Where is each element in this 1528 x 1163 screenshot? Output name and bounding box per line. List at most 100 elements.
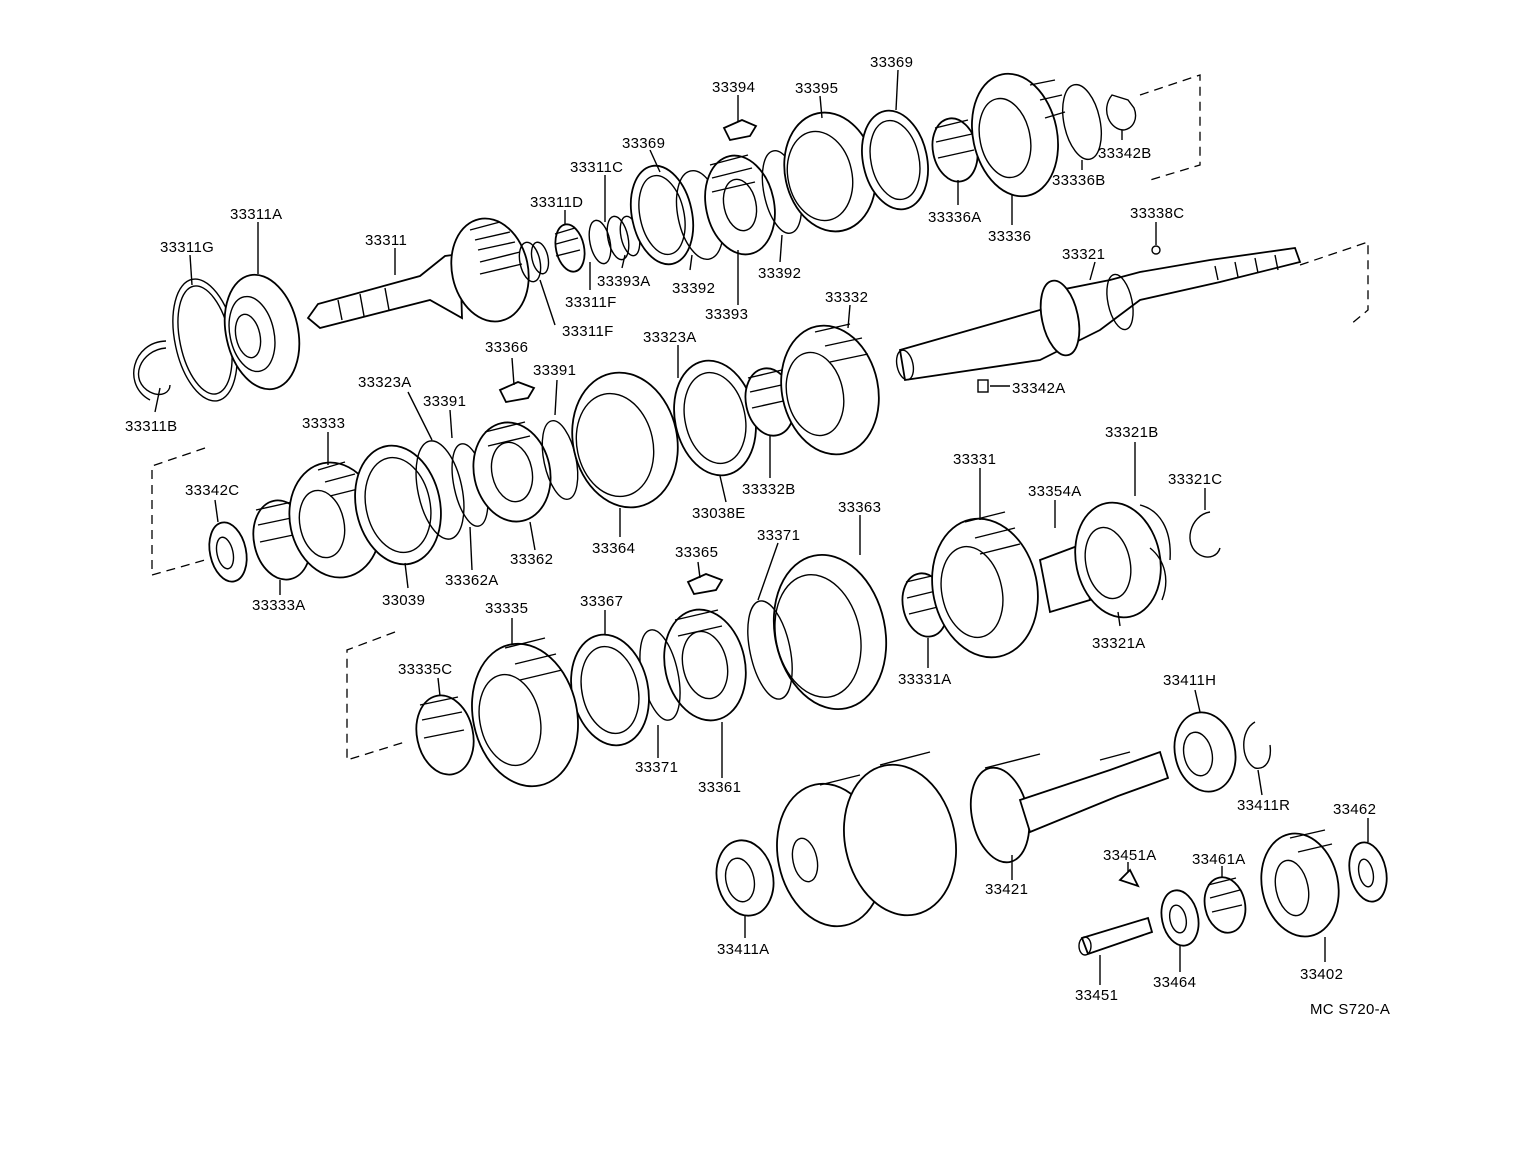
label-33342B: 33342B [1098,145,1152,162]
label-33311: 33311 [365,232,407,249]
label-33362A: 33362A [445,572,499,589]
label-33369-a: 33369 [622,135,665,152]
label-33038E: 33038E [692,505,746,522]
washer-33464 [1160,889,1200,947]
label-33361: 33361 [698,779,741,796]
label-33461A: 33461A [1192,851,1246,868]
label-33391-a: 33391 [533,362,576,379]
needle-bearing-33461A [1203,876,1247,934]
bearing-33311A [223,273,301,391]
label-33331A: 33331A [898,671,952,688]
sync-ring-33369-left [629,164,695,266]
needle-bearing-33336A [931,117,979,183]
needle-bearing-33311D [554,223,586,273]
input-shaft-33311 [306,217,550,329]
counter-gear-33421 [776,750,1170,928]
label-33323A-b: 33323A [358,374,412,391]
label-33451A: 33451A [1103,847,1157,864]
label-33336: 33336 [988,228,1031,245]
label-33321A: 33321A [1092,635,1146,652]
label-33333A: 33333A [252,597,306,614]
label-33411H: 33411H [1163,672,1216,689]
label-33367: 33367 [580,593,623,610]
label-33354A: 33354A [1028,483,1082,500]
diagram-code: MC S720-A [1310,1001,1390,1018]
label-33342A: 33342A [1012,380,1066,397]
label-33332: 33332 [825,289,868,306]
sleeve-33363 [772,553,888,711]
label-33336B: 33336B [1052,172,1106,189]
label-33336A: 33336A [928,209,982,226]
label-33311F-a: 33311F [565,294,617,311]
label-33392-b: 33392 [758,265,801,282]
label-33311A: 33311A [230,206,282,223]
bearing-33321A [1074,501,1162,619]
label-33371-a: 33371 [757,527,800,544]
gear-33335 [471,637,579,788]
label-33411A: 33411A [717,941,769,958]
ball-33338C [1151,245,1161,255]
label-33311D: 33311D [530,194,583,211]
key-33366 [498,381,536,404]
label-33369-b: 33369 [870,54,913,71]
washer-33462 [1348,841,1388,903]
hub-33361 [663,608,747,722]
label-33338C: 33338C [1130,205,1184,222]
label-33393A: 33393A [597,273,651,290]
sync-ring-33369-right [861,109,929,211]
label-33366: 33366 [485,339,528,356]
label-33039: 33039 [382,592,425,609]
gear-33336 [971,72,1066,198]
leader-lines [154,69,1369,985]
needle-bearing-33335C [415,694,475,776]
label-33391-b: 33391 [423,393,466,410]
shaft-33451 [1078,916,1154,956]
part-labels: 33369 33394 33395 33369 33311C 33311D 33… [125,54,1390,1018]
label-33321C: 33321C [1168,471,1222,488]
hub-33362 [472,421,552,523]
label-33321B: 33321B [1105,424,1159,441]
label-33364: 33364 [592,540,635,557]
label-33311B: 33311B [125,418,177,435]
bearing-33411A [715,839,775,917]
label-33362: 33362 [510,551,553,568]
ring-33311B [133,340,171,401]
label-33363: 33363 [838,499,881,516]
sleeve-33364 [571,371,679,509]
label-33365: 33365 [675,544,718,561]
sync-ring-33039 [354,444,442,566]
label-33394: 33394 [712,79,755,96]
label-33332B: 33332B [742,481,796,498]
label-33335C: 33335C [398,661,452,678]
label-33451: 33451 [1075,987,1118,1004]
label-33392-a: 33392 [672,280,715,297]
label-33333: 33333 [302,415,345,432]
label-33402: 33402 [1300,966,1343,983]
label-33335: 33335 [485,600,528,617]
label-33323A-a: 33323A [643,329,697,346]
label-33411R: 33411R [1237,797,1290,814]
label-33331: 33331 [953,451,996,468]
washer-33342C [208,521,248,583]
gear-33332 [780,323,880,456]
label-33311F-b: 33311F [562,323,614,340]
label-33421: 33421 [985,881,1028,898]
bearing-33411H [1173,711,1237,793]
label-33342C: 33342C [185,482,239,499]
key-33394 [722,119,758,142]
label-33371-b: 33371 [635,759,678,776]
reverse-idler-gear-33402 [1260,829,1340,938]
hub-sleeve-33393 [704,154,776,256]
label-33311G: 33311G [160,239,214,256]
label-33311C: 33311C [570,159,623,176]
key-33451A [1118,868,1140,888]
parts-drawing [133,72,1388,956]
label-33395: 33395 [795,80,838,97]
label-33464: 33464 [1153,974,1196,991]
label-33393: 33393 [705,306,748,323]
output-shaft-33321 [895,247,1302,382]
gear-33331 [931,511,1039,659]
label-33321: 33321 [1062,246,1105,263]
